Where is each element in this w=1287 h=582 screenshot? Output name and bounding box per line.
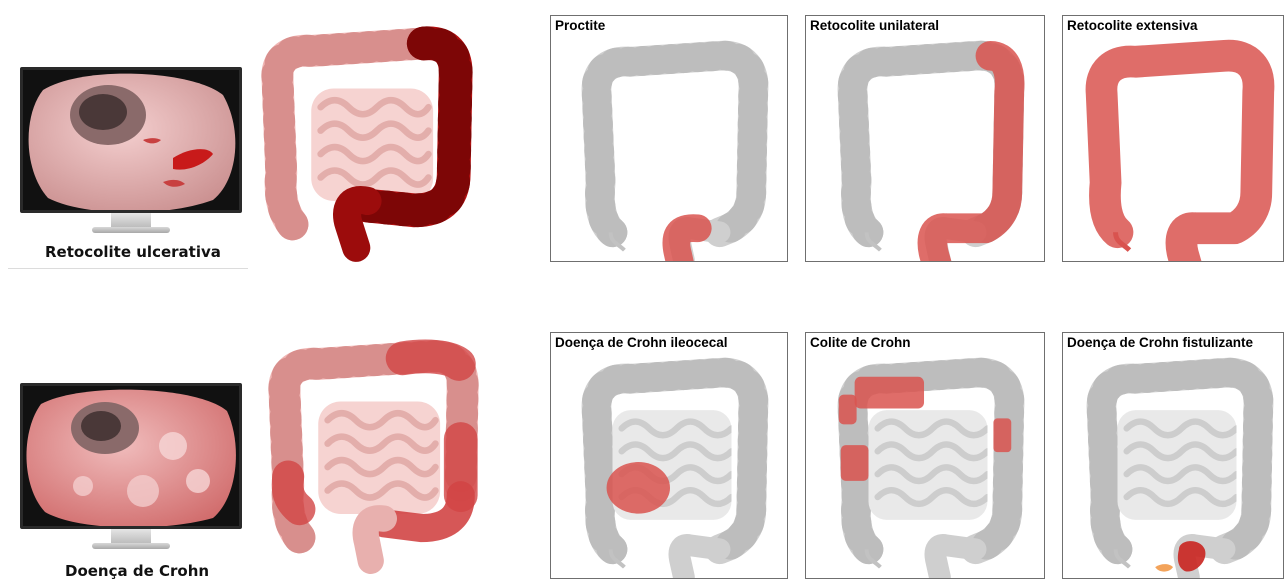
endoscopy-screen-crohn xyxy=(20,383,242,529)
panel-title-crohn-fistulizante: Doença de Crohn fistulizante xyxy=(1067,335,1253,350)
endoscopy-monitor-bottom xyxy=(20,383,242,553)
endoscopy-monitor-top xyxy=(20,67,242,237)
panel-retocolite-unilateral: Retocolite unilateral xyxy=(805,15,1045,262)
panel-crohn-fistulizante: Doença de Crohn fistulizante xyxy=(1062,332,1284,579)
colon-illustration-uc xyxy=(255,15,480,265)
panel-retocolite-extensiva: Retocolite extensiva xyxy=(1062,15,1284,262)
panel-title-crohn-ileocecal: Doença de Crohn ileocecal xyxy=(555,335,728,350)
panel-title-proctite: Proctite xyxy=(555,18,605,33)
panel-proctite: Proctite xyxy=(550,15,788,262)
colon-illustration-crohn xyxy=(262,328,487,578)
panel-title-retocolite-extensiva: Retocolite extensiva xyxy=(1067,18,1198,33)
panel-crohn-ileocecal: Doença de Crohn ileocecal xyxy=(550,332,788,579)
panel-title-retocolite-unilateral: Retocolite unilateral xyxy=(810,18,939,33)
panel-title-colite-de-crohn: Colite de Crohn xyxy=(810,335,911,350)
caption-doenca-de-crohn: Doença de Crohn xyxy=(65,562,209,580)
endoscopy-screen-uc xyxy=(20,67,242,213)
panel-colite-de-crohn: Colite de Crohn xyxy=(805,332,1045,579)
caption-retocolite-ulcerativa: Retocolite ulcerativa xyxy=(45,243,221,261)
